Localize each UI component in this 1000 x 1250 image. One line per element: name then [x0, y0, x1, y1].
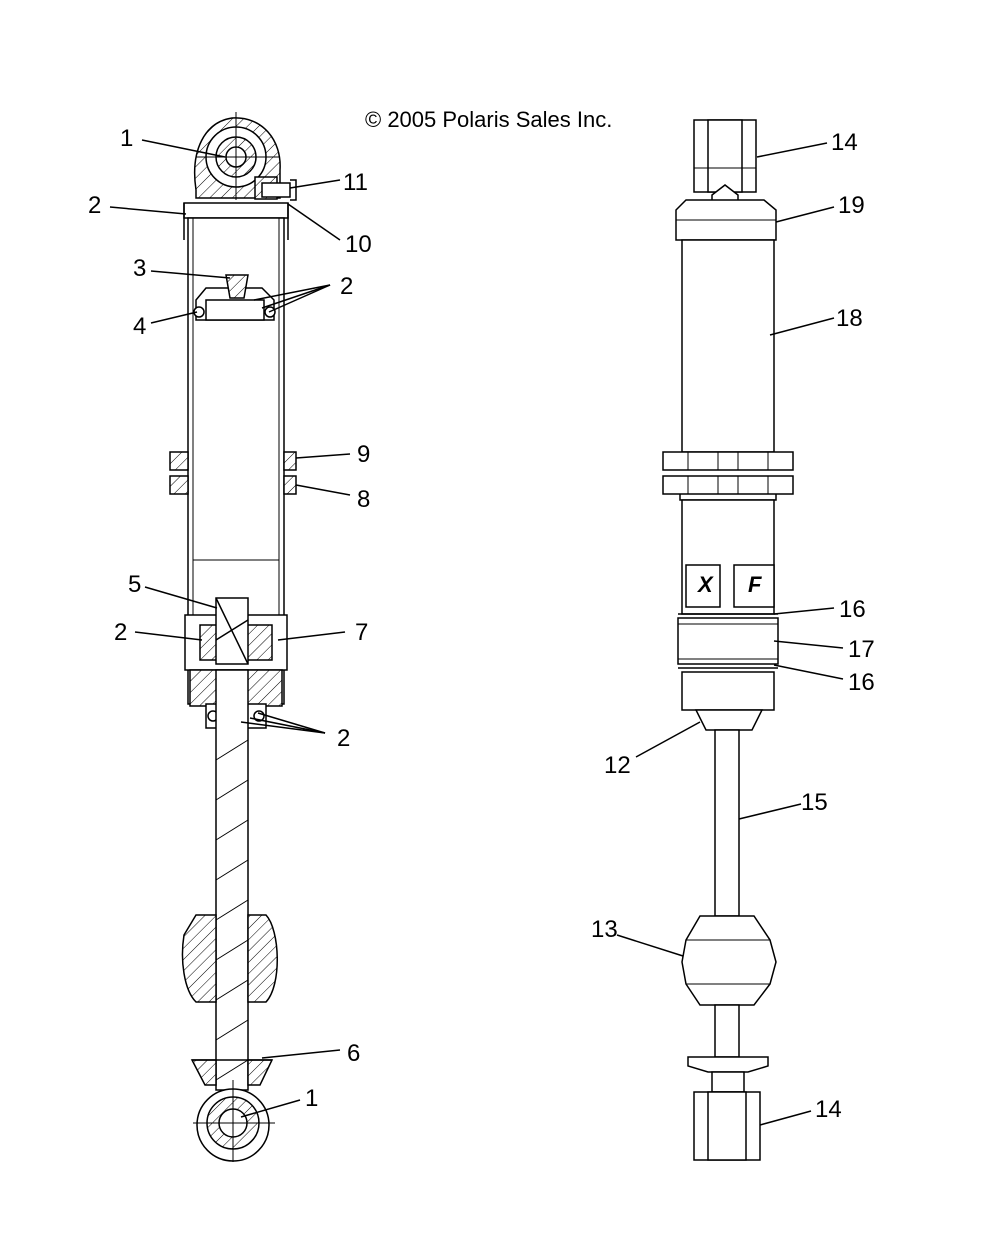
bump-stop [181, 914, 217, 1003]
callout-12: 12 [604, 752, 631, 779]
logo-fragment-x: X [696, 572, 714, 597]
callout-11: 11 [343, 169, 368, 196]
copyright-notice: © 2005 Polaris Sales Inc. [365, 107, 612, 132]
callout-14-bottom: 14 [815, 1096, 842, 1123]
callout-2-piston: 2 [114, 619, 127, 646]
bottom-out-ring-17 [677, 617, 779, 665]
callout-3: 3 [133, 255, 146, 282]
preload-rings [662, 451, 794, 501]
collar-right-upper [283, 451, 297, 471]
collar-right-lower [283, 475, 297, 495]
callout-9: 9 [357, 441, 370, 468]
shaft-15 [714, 729, 740, 917]
top-cap [183, 202, 289, 219]
callout-4: 4 [133, 313, 146, 340]
callout-1-top: 1 [120, 125, 133, 152]
callout-17: 17 [848, 636, 875, 663]
callout-16-lower: 16 [848, 669, 875, 696]
right-callouts: 14 19 18 16 17 16 12 15 13 14 [591, 129, 875, 1123]
logo-panel-2 [733, 564, 775, 608]
callout-5: 5 [128, 571, 141, 598]
callout-7: 7 [355, 619, 368, 646]
callout-18: 18 [836, 305, 863, 332]
lower-spring-seat [687, 1056, 769, 1073]
bleed-screw [225, 274, 249, 299]
shock-cross-section-view [169, 112, 297, 1162]
body-tube-18 [681, 239, 775, 453]
shock-exterior-view: X F [662, 119, 794, 1161]
callout-1-bottom: 1 [305, 1085, 318, 1112]
callout-10: 10 [345, 231, 372, 258]
callout-2-seal: 2 [337, 725, 350, 752]
right-leader-lines [616, 142, 844, 1126]
seal-cap-12 [694, 709, 764, 731]
callout-6: 6 [347, 1040, 360, 1067]
callout-13: 13 [591, 916, 618, 943]
left-callouts: 1 2 3 2 4 11 10 9 8 5 2 7 2 6 1 [88, 125, 372, 1112]
logo-panel-1 [685, 564, 721, 608]
collar-left-upper [169, 451, 189, 471]
callout-15: 15 [801, 789, 828, 816]
callout-19: 19 [838, 192, 865, 219]
schrader-valve [261, 182, 291, 198]
callout-14-top: 14 [831, 129, 858, 156]
collar-left-lower [169, 475, 189, 495]
left-leader-lines [109, 139, 351, 1118]
callout-2-ifp: 2 [340, 273, 353, 300]
callout-16-upper: 16 [839, 596, 866, 623]
callout-2-cap: 2 [88, 192, 101, 219]
bump-stop-13 [681, 915, 777, 1006]
logo-fragment-f: F [748, 572, 762, 597]
callout-8: 8 [357, 486, 370, 513]
damper-shaft [215, 669, 249, 1091]
